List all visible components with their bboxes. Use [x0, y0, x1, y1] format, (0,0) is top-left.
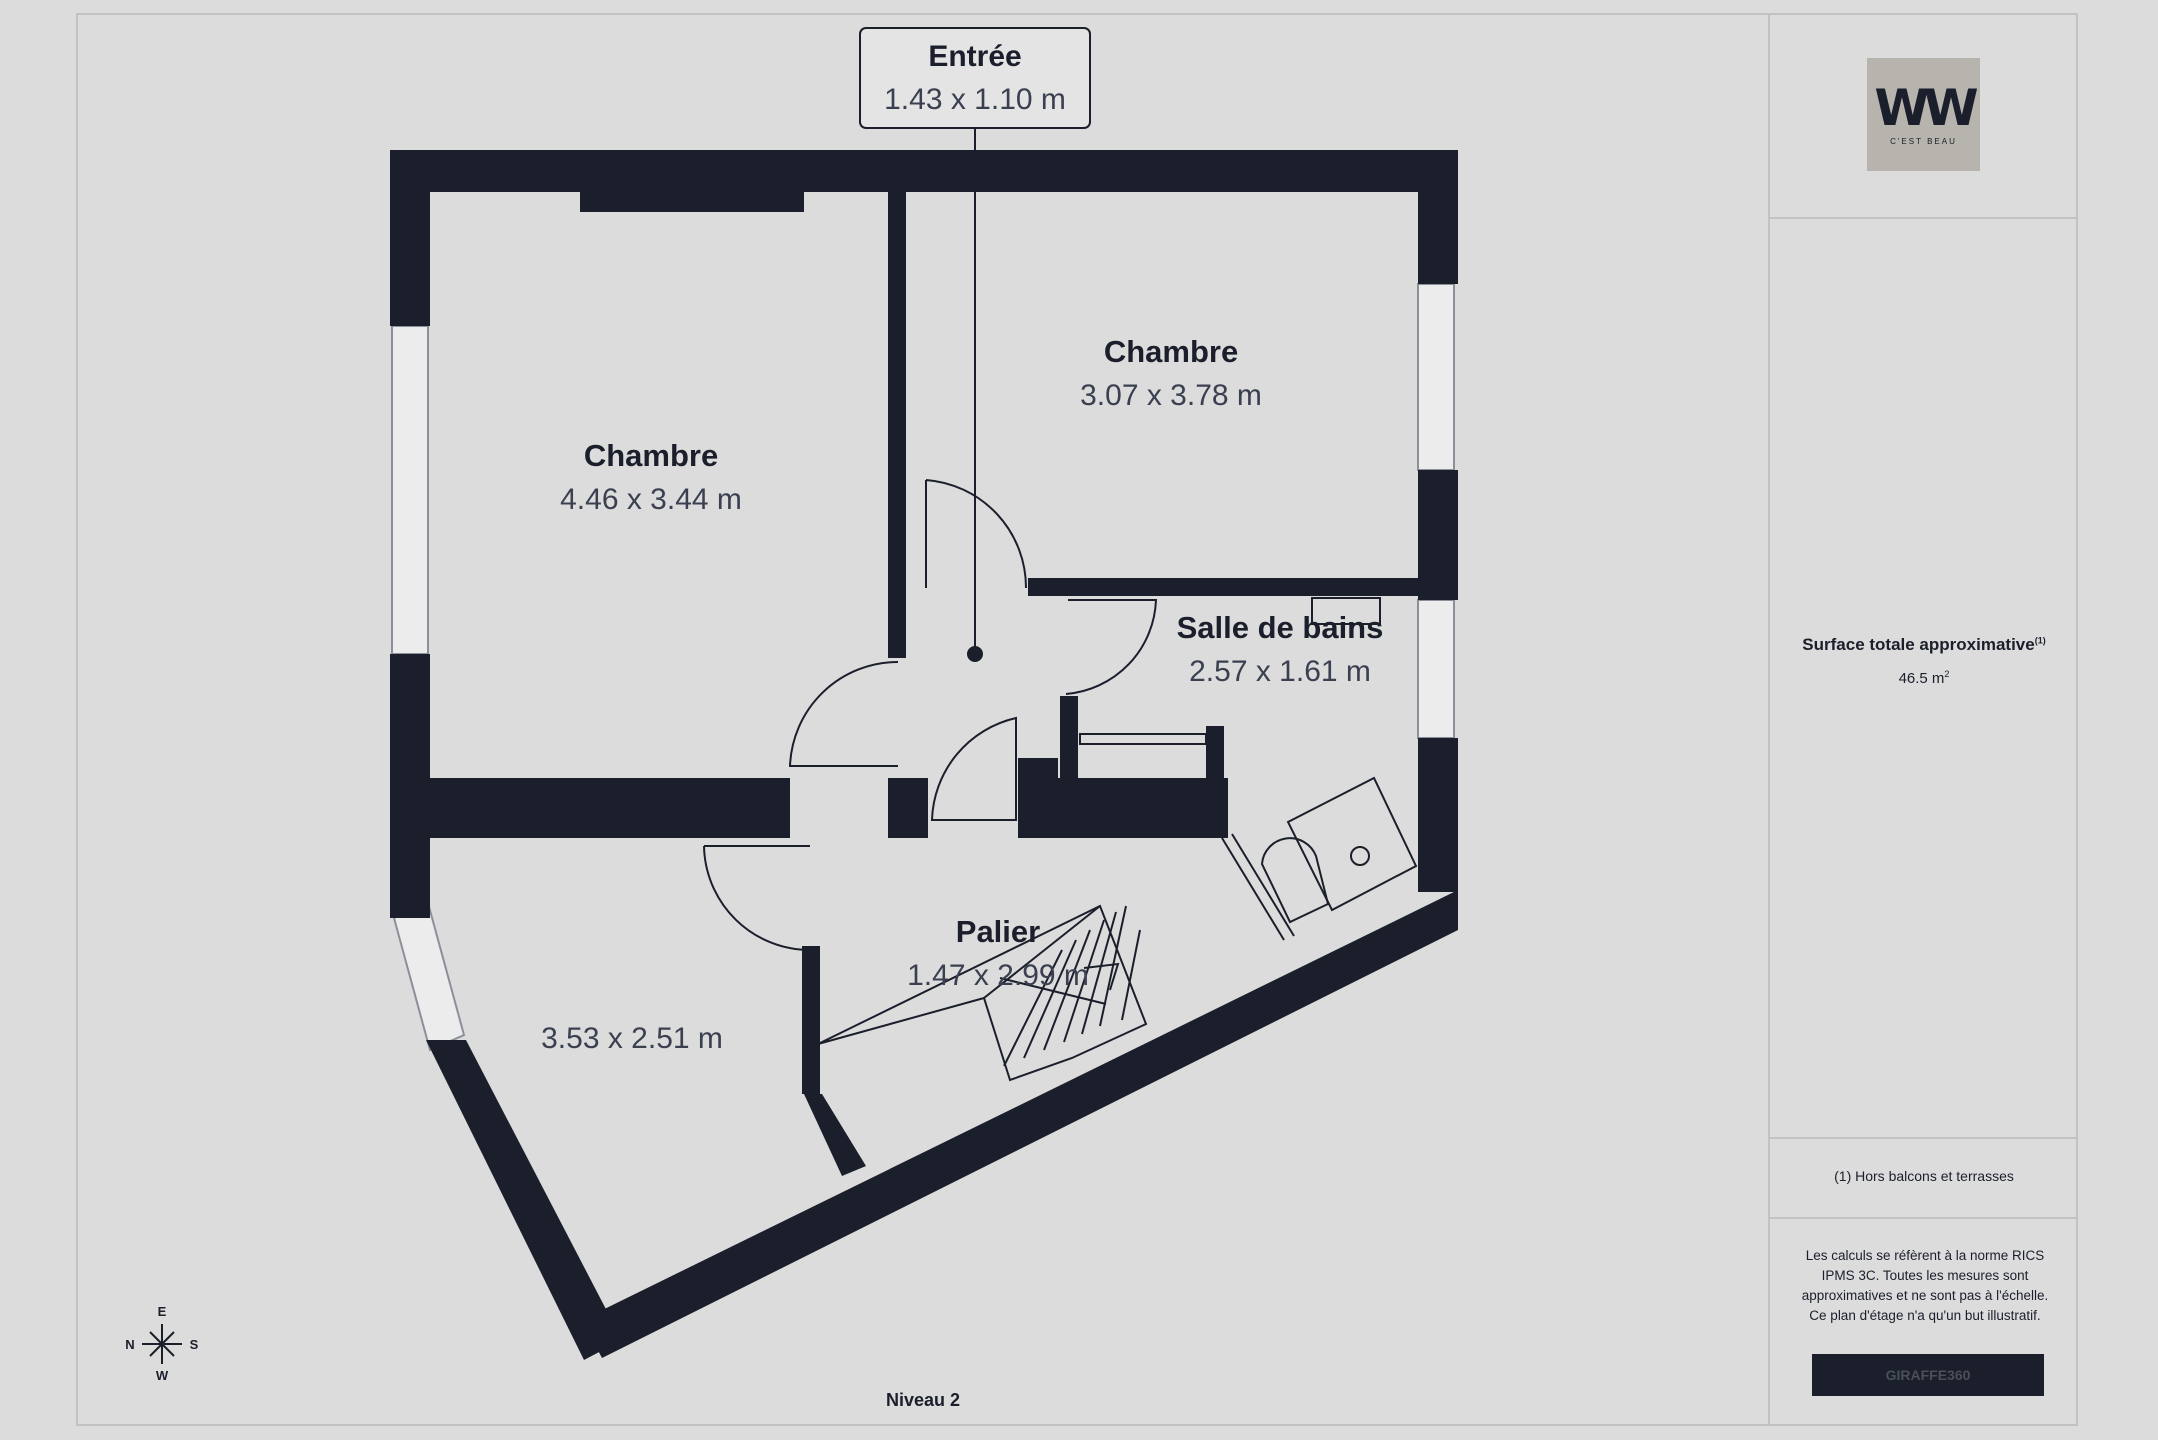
disclaimer: Les calculs se réfèrent à la norme RICS … [1801, 1248, 2049, 1323]
compass-left: N [125, 1337, 134, 1352]
surface-title-text: Surface totale approximative [1802, 635, 2035, 654]
compass: E N S W [125, 1304, 198, 1383]
room-name-chambre-1: Chambre [584, 438, 718, 473]
room-dims-salle-de-bains: 2.57 x 1.61 m [1189, 655, 1371, 688]
surface-value: 46.5 m2 [1770, 669, 2078, 687]
walls [390, 150, 1458, 1360]
room-dims-chambre-1: 4.46 x 3.44 m [560, 483, 742, 516]
room-name-salle-de-bains: Salle de bains [1177, 610, 1384, 645]
sidebar-divider [1770, 1137, 2078, 1139]
fixtures [703, 128, 1418, 1082]
surface-value-text: 46.5 m [1898, 670, 1945, 687]
room-labels: Entrée 1.43 x 1.10 m Chambre 4.46 x 3.44… [541, 27, 1384, 1055]
entree-name: Entrée [928, 40, 1021, 73]
room-name-chambre-2: Chambre [1104, 334, 1238, 369]
brand-logo: WW C'EST BEAU [1867, 58, 1980, 171]
compass-top: E [158, 1304, 167, 1319]
compass-bottom: W [156, 1368, 169, 1383]
footnote: (1) Hors balcons et terrasses [1834, 1168, 2014, 1184]
sidebar-divider [1770, 1217, 2078, 1219]
logo-subtext: C'EST BEAU [1890, 137, 1957, 146]
surface-title-note: (1) [2034, 635, 2046, 646]
room-name-palier: Palier [956, 914, 1040, 949]
entree-dims: 1.43 x 1.10 m [884, 83, 1066, 116]
sidebar-divider [1770, 217, 2078, 219]
room-dims-palier: 1.47 x 2.99 m [907, 959, 1089, 992]
plan-frame [76, 13, 2078, 1426]
room-dims-chambre-2: 3.07 x 3.78 m [1080, 379, 1262, 412]
surface-value-unit: 2 [1944, 669, 1950, 679]
entree-callout [859, 27, 1091, 129]
brand-bar: GIRAFFE360 [1812, 1354, 2044, 1396]
compass-rose-icon [142, 1324, 182, 1364]
level-label: Niveau 2 [886, 1390, 961, 1410]
sidebar: WW C'EST BEAU Surface totale approximati… [1768, 13, 2078, 1426]
compass-right: S [190, 1337, 199, 1352]
room-dims-unlabeled: 3.53 x 2.51 m [541, 1022, 723, 1055]
surface-title: Surface totale approximative(1) [1770, 635, 2078, 655]
logo-mark: WW [1874, 79, 1978, 137]
